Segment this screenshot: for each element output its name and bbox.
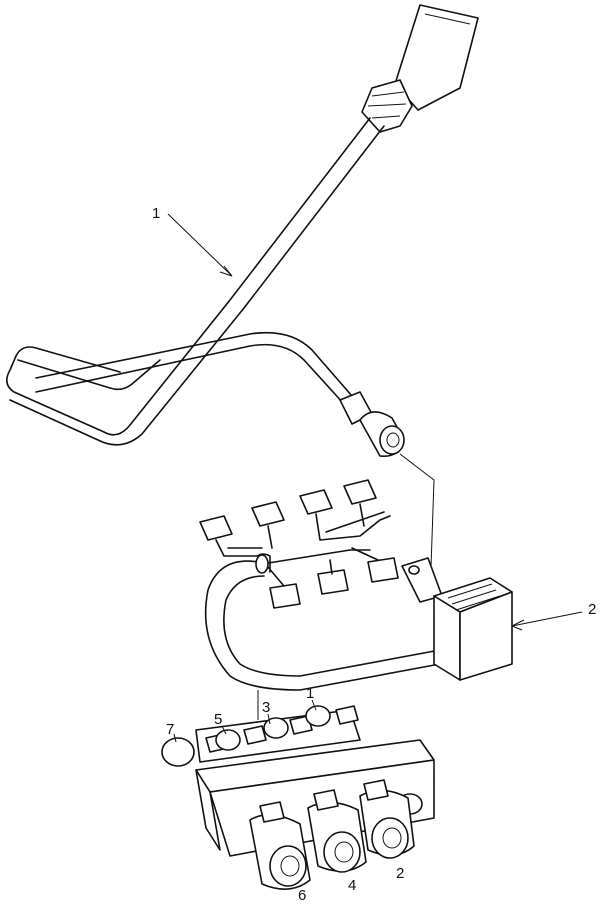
callout-coil-7: 7 (166, 721, 174, 738)
lower-connector-row (261, 547, 399, 609)
connector-wire (399, 453, 435, 597)
harness-end-connector (361, 4, 479, 133)
callout-coil-3: 3 (262, 699, 270, 716)
callout-coil-2: 2 (396, 865, 404, 882)
callout-coil-6: 6 (298, 887, 306, 904)
leader-box-2 (511, 611, 583, 627)
callout-coil-1: 1 (306, 685, 314, 702)
leader-coil-7 (173, 733, 177, 743)
leader-arrowhead-2 (511, 619, 525, 631)
leader-harness-1 (167, 213, 233, 277)
main-harness-cable (6, 117, 385, 446)
upper-connector-row (199, 479, 391, 557)
callout-coil-5: 5 (214, 711, 222, 728)
loop-cable (204, 553, 441, 691)
callout-box-2: 2 (588, 601, 596, 618)
junction-box (433, 577, 513, 681)
round-connector (339, 391, 405, 457)
leader-coil-5 (221, 725, 227, 735)
leader-coil-1 (311, 699, 317, 711)
leader-coil-3 (267, 713, 271, 725)
valve-block (161, 705, 435, 890)
callout-coil-4: 4 (348, 877, 356, 894)
callout-harness-1: 1 (152, 205, 160, 222)
leader-arrowhead-1 (219, 265, 233, 277)
